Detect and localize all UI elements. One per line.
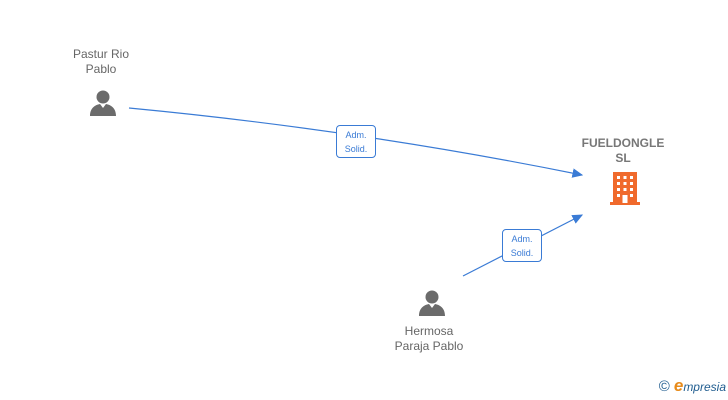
- person-icon[interactable]: [419, 290, 445, 317]
- person-name-label[interactable]: Pastur Rio Pablo: [72, 47, 130, 76]
- edge-role-badge: Adm. Solid.: [502, 229, 542, 262]
- person-icon[interactable]: [90, 90, 116, 117]
- edge-role-badge: Adm. Solid.: [336, 125, 376, 158]
- person-name-label[interactable]: Hermosa Paraja Pablo: [394, 324, 464, 353]
- brand-logo: ©empresia: [658, 376, 726, 395]
- building-icon[interactable]: [610, 172, 640, 205]
- company-name-label[interactable]: FUELDONGLE SL: [581, 136, 665, 165]
- copyright-icon: ©: [658, 378, 670, 395]
